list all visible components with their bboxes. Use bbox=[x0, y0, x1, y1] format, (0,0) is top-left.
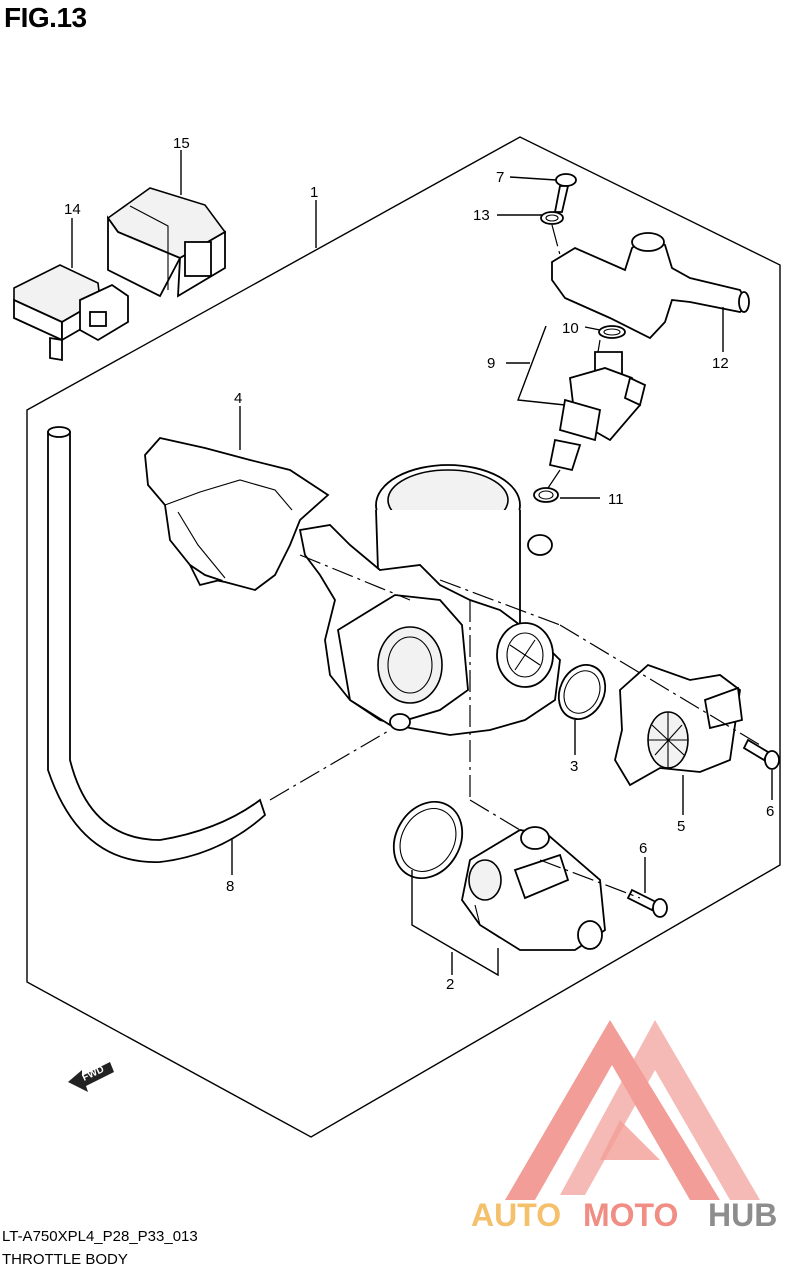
label-part-2: 2 bbox=[446, 976, 454, 993]
part-labels: 1 2 3 4 5 6 6 7 8 9 10 11 12 13 14 15 bbox=[64, 135, 774, 993]
label-part-15: 15 bbox=[173, 135, 190, 152]
fuel-delivery-pipe-12 bbox=[551, 232, 750, 340]
watermark-brand: AUTO MOTO HUB bbox=[471, 1197, 777, 1233]
assembly-outline bbox=[26, 136, 781, 1138]
leader-lines bbox=[71, 150, 773, 977]
seal-11 bbox=[533, 487, 559, 503]
label-part-3: 3 bbox=[570, 758, 578, 775]
label-part-6-upper: 6 bbox=[766, 803, 774, 820]
label-part-13: 13 bbox=[473, 207, 490, 224]
throttle-body bbox=[298, 464, 561, 736]
watermark-logo bbox=[505, 1020, 760, 1200]
bracket-4 bbox=[144, 437, 330, 591]
assembly-lines bbox=[269, 224, 761, 899]
label-part-5: 5 bbox=[677, 818, 685, 835]
connector-15 bbox=[106, 187, 227, 298]
figure-title: FIG.13 bbox=[4, 2, 87, 33]
bolt-6-lower bbox=[626, 888, 668, 918]
washer-13 bbox=[540, 211, 564, 225]
fuel-injector-9 bbox=[548, 351, 647, 472]
label-part-4: 4 bbox=[234, 390, 242, 407]
bolt-6-upper bbox=[742, 738, 780, 770]
fwd-arrow-icon: FWD bbox=[68, 1062, 114, 1092]
label-part-7: 7 bbox=[496, 169, 504, 186]
label-part-10: 10 bbox=[562, 320, 579, 337]
label-part-11: 11 bbox=[608, 491, 624, 508]
hose-8 bbox=[47, 426, 267, 863]
throttle-position-sensor-5 bbox=[614, 663, 743, 787]
connector-14 bbox=[13, 264, 129, 362]
model-code: LT-A750XPL4_P28_P33_013 bbox=[2, 1228, 198, 1245]
brand-moto: MOTO bbox=[583, 1197, 678, 1233]
idle-air-valve-2 bbox=[461, 826, 606, 951]
label-part-8: 8 bbox=[226, 878, 234, 895]
brand-auto: AUTO bbox=[471, 1197, 561, 1233]
o-ring-3 bbox=[557, 664, 607, 720]
label-part-6-lower: 6 bbox=[639, 840, 647, 857]
o-ring-10 bbox=[598, 325, 626, 339]
label-part-9: 9 bbox=[487, 355, 495, 372]
figure-caption: THROTTLE BODY bbox=[2, 1251, 128, 1268]
brand-hub: HUB bbox=[708, 1197, 777, 1233]
label-part-12: 12 bbox=[712, 355, 729, 372]
o-ring-2 bbox=[392, 800, 464, 880]
label-part-14: 14 bbox=[64, 201, 81, 218]
label-part-1: 1 bbox=[310, 184, 318, 201]
screw-7 bbox=[553, 173, 577, 213]
